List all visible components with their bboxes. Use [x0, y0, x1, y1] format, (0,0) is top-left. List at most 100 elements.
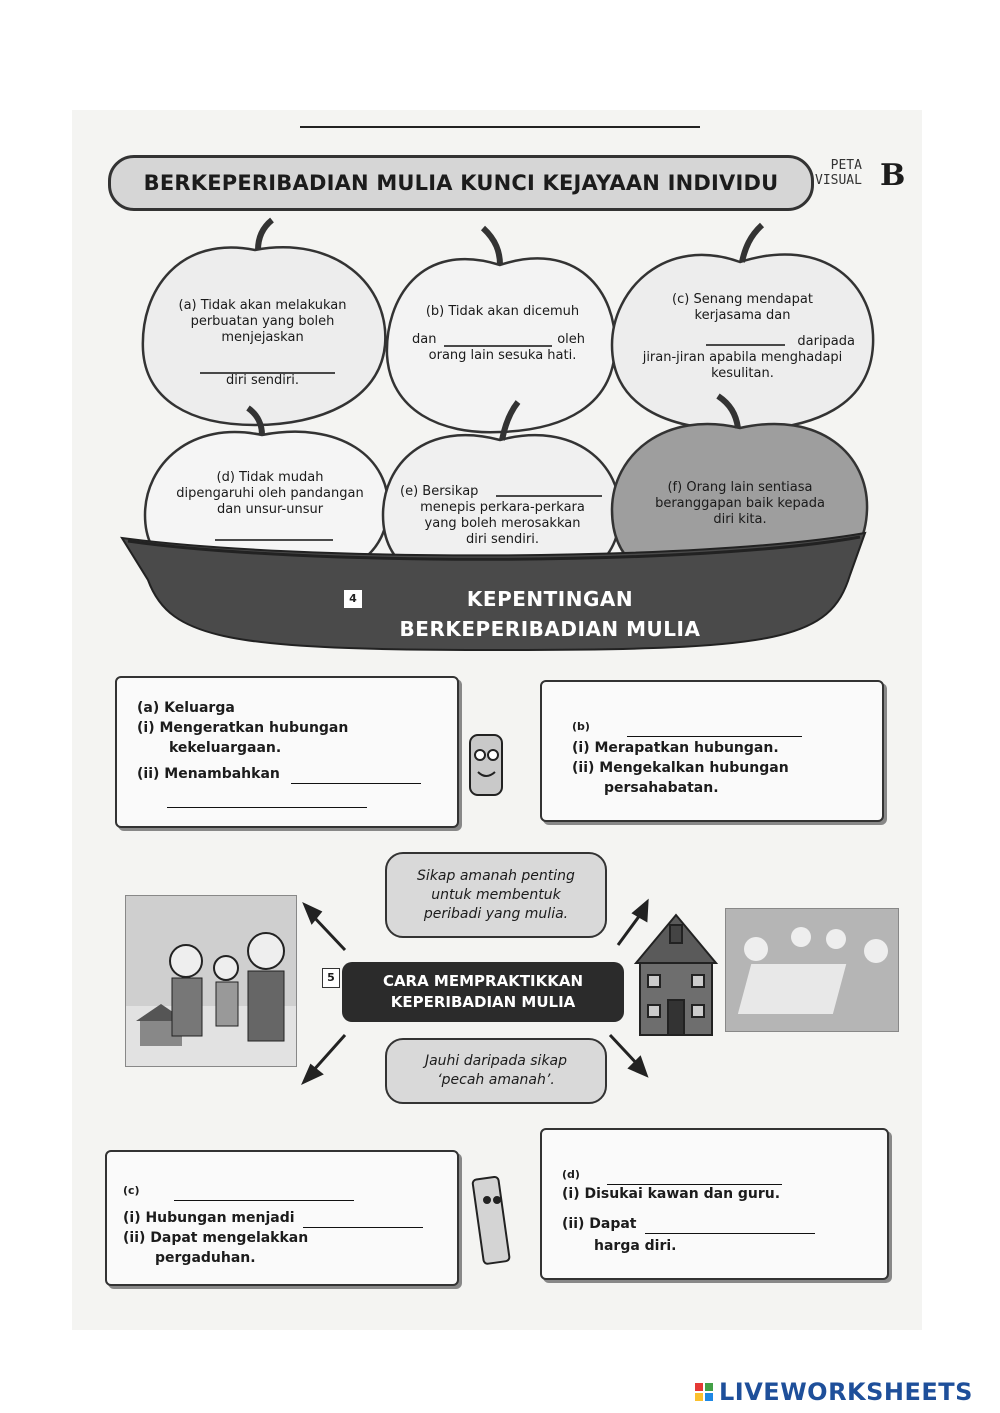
top-rule	[300, 126, 700, 128]
box-a-item2: (ii) Menambahkan	[137, 764, 421, 784]
box-d-item2-label: (ii) Dapat	[562, 1216, 637, 1232]
apple-e-line1: (e) Bersikap	[400, 484, 479, 499]
apple-a-line3: menjejaskan	[221, 330, 304, 345]
family-drawing	[126, 932, 296, 1066]
box-c-heading: (c)	[123, 1180, 355, 1201]
apple-b-blank-input[interactable]	[442, 332, 552, 348]
box-b-item2-cont: persahabatan.	[604, 780, 719, 796]
classroom-photo	[725, 908, 899, 1032]
classroom-drawing	[726, 909, 898, 1031]
box-c-item2: (ii) Dapat mengelakkan	[123, 1230, 309, 1246]
box-b-heading: (b)	[572, 716, 802, 737]
apple-f-line3: diri kita.	[713, 512, 767, 527]
apple-a-line4: diri sendiri.	[226, 373, 299, 388]
box-c-label: (c)	[123, 1184, 140, 1197]
apple-a-line2: perbuatan yang boleh	[190, 314, 335, 329]
box-a-heading: (a) Keluarga	[137, 700, 235, 716]
apple-e-text: (e) Bersikap menepis perkara-perkara yan…	[395, 484, 610, 548]
speech-bubble-top: Sikap amanah penting untuk membentuk per…	[385, 852, 607, 938]
box-b-blank[interactable]	[626, 722, 802, 737]
apple-b-text: (b) Tidak akan dicemuh dan oleh orang la…	[400, 304, 605, 364]
box-c-item1-label: (i) Hubungan menjadi	[123, 1210, 295, 1226]
box-d: (d) (i) Disukai kawan dan guru. (ii) Dap…	[540, 1128, 889, 1280]
box-d-blank[interactable]	[606, 1170, 782, 1185]
box-d-heading: (d)	[562, 1164, 782, 1185]
apple-c-line5: kesulitan.	[711, 366, 774, 381]
liveworksheets-brand: LIVEWORKSHEETS	[695, 1378, 973, 1406]
apple-d-line2: dipengaruhi oleh pandangan	[176, 486, 364, 501]
apple-b-dan: dan	[412, 332, 437, 347]
apple-f-line2: beranggapan baik kepada	[655, 496, 825, 511]
bubble-top-line2: untuk membentuk	[431, 886, 561, 903]
page-title: BERKEPERIBADIAN MULIA KUNCI KEJAYAAN IND…	[108, 155, 814, 211]
liveworksheets-logo-icon	[695, 1383, 713, 1401]
apple-b-line3: orang lain sesuka hati.	[428, 348, 577, 363]
connector-arrows	[301, 898, 649, 1086]
box-c-item2-cont: pergaduhan.	[155, 1250, 256, 1266]
apple-d-blank-input[interactable]	[160, 518, 380, 540]
apple-b-line1: (b) Tidak akan dicemuh	[425, 304, 580, 319]
apple-a-blank-input[interactable]	[160, 346, 365, 373]
apple-c-line1: (c) Senang mendapat	[672, 292, 813, 307]
apple-e-line3: yang boleh merosakkan	[424, 516, 581, 531]
apple-d-line3: dan unsur-unsur	[216, 502, 324, 517]
apple-e-line4: diri sendiri.	[466, 532, 539, 547]
peta-visual-label: PETA VISUAL	[815, 158, 862, 188]
family-illustration	[125, 895, 297, 1067]
apple-f-line1: (f) Orang lain sentiasa	[667, 480, 813, 495]
box-a-item2-label: (ii) Menambahkan	[137, 766, 280, 782]
basket-shape	[120, 531, 867, 652]
answer-lines	[200, 344, 785, 541]
basket-title: KEPENTINGAN BERKEPERIBADIAN MULIA	[340, 584, 760, 644]
box-c: (c) (i) Hubungan menjadi (ii) Dapat meng…	[105, 1150, 459, 1286]
brand-text: LIVEWORKSHEETS	[719, 1378, 973, 1406]
apple-c-text: (c) Senang mendapat kerjasama dan daripa…	[620, 292, 865, 382]
apple-d-text: (d) Tidak mudah dipengaruhi oleh pandang…	[160, 470, 380, 540]
box-a-blank-2[interactable]	[167, 793, 367, 808]
box-a-keluarga: (a) Keluarga (i) Mengeratkan hubungan ke…	[115, 676, 459, 828]
center-label: CARA MEMPRAKTIKKAN KEPERIBADIAN MULIA	[342, 962, 624, 1022]
box-a-item1: (i) Mengeratkan hubungan	[137, 720, 349, 736]
section-number-5: 5	[322, 968, 340, 988]
box-d-label: (d)	[562, 1168, 580, 1181]
apple-c-line3: daripada	[797, 334, 855, 349]
box-b-item1: (i) Merapatkan hubungan.	[572, 740, 779, 756]
box-b-label: (b)	[572, 720, 590, 733]
box-c-blank[interactable]	[174, 1186, 355, 1201]
mascot-ruler-bottom	[471, 1175, 511, 1265]
apple-a-shape	[141, 217, 387, 427]
box-a-blank-2-row	[167, 788, 367, 808]
center-label-line2: KEPERIBADIAN MULIA	[390, 993, 576, 1011]
apple-a-line1: (a) Tidak akan melakukan	[178, 298, 347, 313]
box-a-blank-1[interactable]	[290, 769, 421, 784]
box-b-item2: (ii) Mengekalkan hubungan	[572, 760, 789, 776]
school-drawing	[633, 913, 719, 1036]
basket-title-line2: BERKEPERIBADIAN MULIA	[399, 617, 701, 641]
box-d-item2-cont: harga diri.	[594, 1238, 677, 1254]
apple-c-line4: jiran-jiran apabila menghadapi	[642, 350, 843, 365]
apple-a-text: (a) Tidak akan melakukan perbuatan yang …	[160, 298, 365, 389]
bubble-bottom-line1: Jauhi daripada sikap	[424, 1053, 568, 1069]
peta-text: PETA	[830, 158, 862, 173]
box-a-item1-cont: kekeluargaan.	[169, 740, 282, 756]
apple-b-oleh: oleh	[557, 332, 585, 347]
mascot-pencil-top	[469, 734, 503, 796]
box-c-item1: (i) Hubungan menjadi	[123, 1208, 424, 1228]
section-letter: B	[880, 158, 906, 193]
apple-e-line2: menepis perkara-perkara	[420, 500, 585, 515]
box-d-item2: (ii) Dapat	[562, 1214, 816, 1234]
box-d-item1: (i) Disukai kawan dan guru.	[562, 1186, 781, 1202]
apple-c-line2: kerjasama dan	[694, 308, 791, 323]
bubble-top-line3: peribadi yang mulia.	[423, 905, 569, 922]
speech-bubble-bottom: Jauhi daripada sikap ‘pecah amanah’.	[385, 1038, 607, 1104]
center-label-line1: CARA MEMPRAKTIKKAN	[382, 972, 584, 990]
basket-title-line1: KEPENTINGAN	[466, 587, 634, 611]
bubble-top-line1: Sikap amanah penting	[417, 867, 575, 884]
bubble-bottom-line2: ‘pecah amanah’.	[437, 1072, 555, 1088]
box-d-item2-blank[interactable]	[645, 1219, 816, 1234]
apple-f-text: (f) Orang lain sentiasa beranggapan baik…	[630, 480, 850, 528]
apple-d-line1: (d) Tidak mudah	[216, 470, 324, 485]
section-number-4: 4	[344, 590, 362, 608]
box-b: (b) (i) Merapatkan hubungan. (ii) Mengek…	[540, 680, 884, 822]
box-c-item1-blank[interactable]	[303, 1213, 424, 1228]
